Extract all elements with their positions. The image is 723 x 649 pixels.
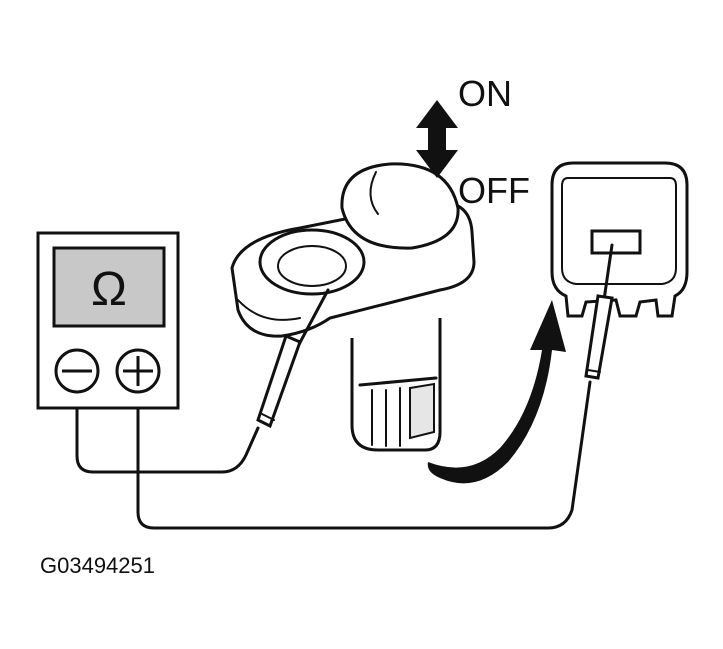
figure-code: G03494251 [40,553,155,578]
switch-connector [550,161,689,380]
switch-plunger [340,162,460,250]
positive-lead-wire [136,380,592,530]
door-switch [230,162,476,452]
plus-icon [115,348,161,394]
off-label: OFF [458,170,530,211]
ohmmeter: Ω [36,231,180,410]
switch-probe [256,288,330,429]
negative-lead-wire [75,406,260,474]
test-leads [75,380,592,530]
on-label: ON [458,73,512,114]
ohm-symbol: Ω [91,263,127,316]
up-down-arrow-icon [416,100,458,178]
curved-arrow-icon [427,300,566,484]
ohmmeter-display [52,246,166,328]
connector-terminal [590,229,642,255]
minus-icon [54,348,100,394]
connector-probe [584,243,614,380]
